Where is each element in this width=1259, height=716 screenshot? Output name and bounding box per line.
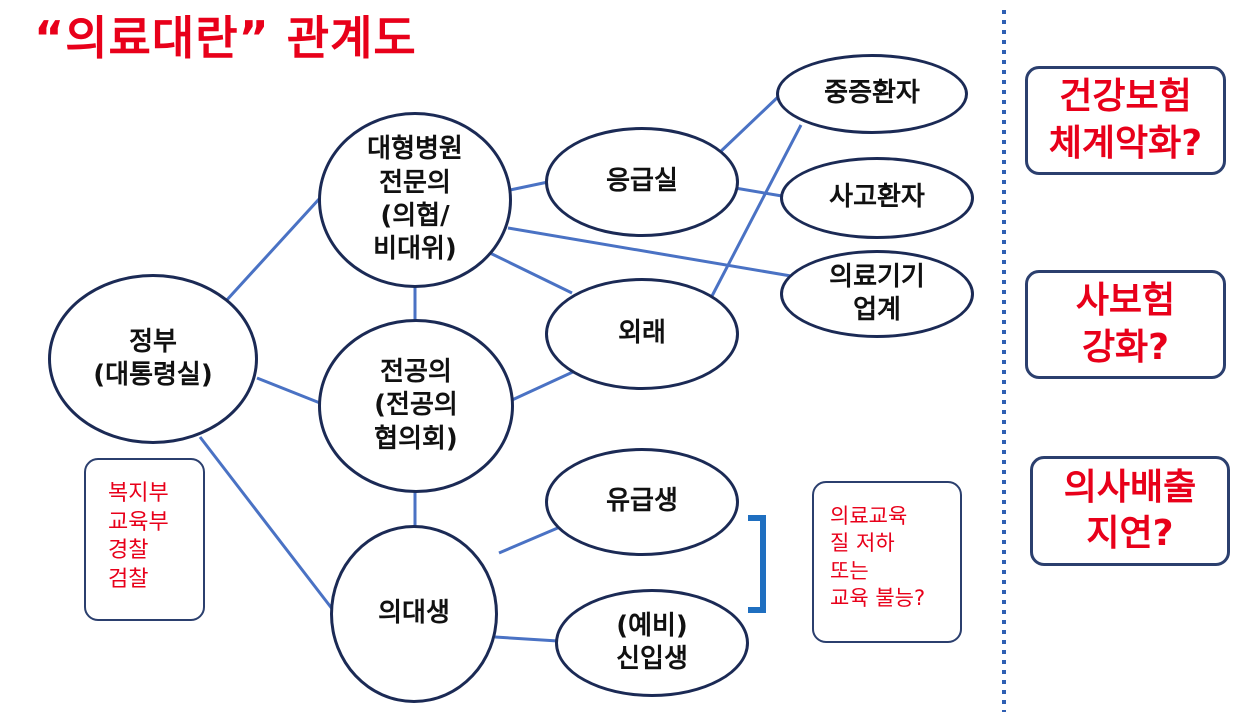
edge-government-student bbox=[198, 436, 335, 611]
node-paid: 유급생 bbox=[545, 448, 739, 556]
question-insurance-worsening: 건강보험 체계악화? bbox=[1025, 66, 1226, 175]
node-government: 정부 (대통령실) bbox=[48, 274, 258, 444]
node-resident: 전공의 (전공의 협의회) bbox=[318, 319, 514, 493]
question-private-insurance: 사보험 강화? bbox=[1025, 270, 1226, 379]
edge-resident-outpatient bbox=[511, 369, 576, 402]
node-accident: 사고환자 bbox=[780, 157, 974, 239]
node-freshman: (예비) 신입생 bbox=[555, 589, 749, 697]
education-note: 의료교육 질 저하 또는 교육 불능? bbox=[830, 504, 926, 610]
question-doctor-supply-delay: 의사배출 지연? bbox=[1030, 456, 1230, 566]
education-note-box: 의료교육 질 저하 또는 교육 불능? bbox=[812, 481, 962, 643]
edge-hospital-outpatient bbox=[489, 251, 573, 295]
ministries-box: 복지부 교육부 경찰 검찰 bbox=[84, 458, 205, 621]
edge-er-severe bbox=[716, 94, 781, 156]
node-student: 의대생 bbox=[330, 525, 498, 703]
node-severe: 중증환자 bbox=[776, 54, 968, 134]
diagram-title: “의료대란” 관계도 bbox=[34, 11, 417, 65]
edge-hospital-er bbox=[509, 180, 549, 192]
edge-government-resident bbox=[256, 376, 321, 405]
edge-student-paid bbox=[498, 525, 561, 555]
bracket bbox=[748, 515, 766, 613]
node-er: 응급실 bbox=[545, 127, 739, 237]
edge-government-hospital bbox=[223, 196, 322, 304]
node-outpatient: 외래 bbox=[545, 278, 739, 390]
ministries-list: 복지부 교육부 경찰 검찰 bbox=[108, 481, 169, 592]
edge-er-accident bbox=[734, 186, 783, 198]
node-device: 의료기기 업계 bbox=[780, 250, 974, 338]
node-hospital: 대형병원 전문의 (의협/ 비대위) bbox=[318, 112, 512, 288]
edge-student-freshman bbox=[494, 635, 559, 643]
